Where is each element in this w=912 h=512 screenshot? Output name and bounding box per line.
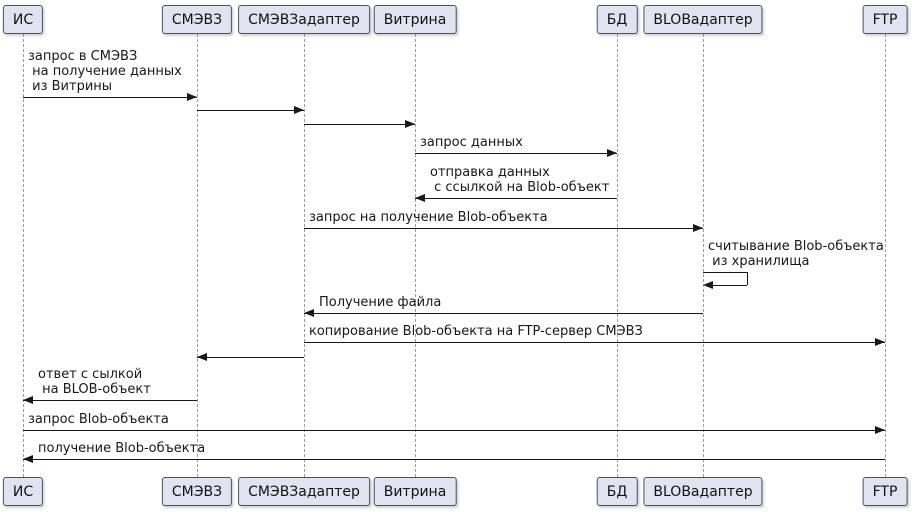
message-arrow-line (415, 153, 617, 154)
message-arrow-line (415, 198, 617, 199)
lifeline-smev3 (197, 34, 198, 477)
arrowhead-icon (197, 353, 207, 361)
participant-label: FTP (872, 11, 898, 28)
message-label-line: запрос на получение Blob-объекта (309, 210, 548, 225)
participant-label: BLOBадаптер (653, 483, 753, 500)
message-label-line: копирование Blob-объекта на FTP-сервер С… (309, 324, 643, 339)
lifeline-ftp (885, 34, 886, 477)
participant-box-top-smev3adapter: СМЭВЗадаптер (238, 5, 370, 34)
message-label-line: из хранилища (708, 254, 810, 269)
message-label-line: запрос данных (420, 135, 523, 150)
message-arrow-line (304, 228, 703, 229)
message-arrow-line (23, 400, 197, 401)
arrowhead-icon (23, 455, 33, 463)
message-label-line: ответ с сылкой (38, 367, 143, 382)
participant-label: СМЭВЗадаптер (248, 483, 360, 500)
arrowhead-icon (415, 194, 425, 202)
message-label-line: запрос в СМЭВЗ (28, 49, 138, 64)
arrowhead-icon (875, 338, 885, 346)
message-label-line: Получение файла (319, 295, 442, 310)
participant-box-top-is: ИС (2, 5, 44, 34)
participant-label: БД (606, 11, 628, 28)
participant-box-top-bd: БД (596, 5, 638, 34)
participant-box-top-ftp: FTP (862, 5, 908, 34)
lifeline-smev3adapter (304, 34, 305, 477)
arrowhead-icon (693, 224, 703, 232)
participant-box-bottom-blobadapter: BLOBадаптер (643, 477, 763, 506)
message-label: получение Blob-объекта (38, 441, 205, 456)
participant-label: BLOBадаптер (653, 11, 753, 28)
arrowhead-icon (23, 396, 33, 404)
message-label: ответ с сылкой на BLOB-объект (38, 367, 151, 397)
participant-label: Витрина (383, 11, 447, 28)
arrowhead-icon (875, 426, 885, 434)
participant-label: ИС (12, 483, 34, 500)
arrowhead-icon (703, 281, 713, 289)
participant-box-top-vitrina: Витрина (373, 5, 457, 34)
participant-label: СМЭВЗ (171, 11, 223, 28)
message-label: запрос на получение Blob-объекта (309, 210, 548, 225)
message-label: запрос в СМЭВЗ на получение данных из Ви… (28, 49, 182, 94)
lifeline-is (23, 34, 24, 477)
self-message-right-line (747, 272, 748, 285)
participant-label: FTP (872, 483, 898, 500)
message-label: отправка данных с ссылкой на Blob-объект (430, 165, 609, 195)
message-arrow-line (304, 342, 885, 343)
participant-box-bottom-is: ИС (2, 477, 44, 506)
message-label-line: получение Blob-объекта (38, 441, 206, 456)
participant-label: ИС (12, 11, 34, 28)
message-label-line: считывание Blob-объекта (708, 239, 884, 254)
message-label: запрос данных (420, 135, 523, 150)
message-arrow-line (23, 459, 885, 460)
participant-box-top-smev3: СМЭВЗ (161, 5, 233, 34)
arrowhead-icon (294, 106, 304, 114)
participant-label: СМЭВЗадаптер (248, 11, 360, 28)
message-label-line: запрос Blob-объекта (28, 412, 169, 427)
arrowhead-icon (304, 309, 314, 317)
participant-box-top-blobadapter: BLOBадаптер (643, 5, 763, 34)
participant-box-bottom-bd: БД (596, 477, 638, 506)
message-label-line: с ссылкой на Blob-объект (430, 180, 610, 195)
arrowhead-icon (405, 120, 415, 128)
participant-box-bottom-smev3adapter: СМЭВЗадаптер (238, 477, 370, 506)
lifeline-bd (617, 34, 618, 477)
self-message-top-line (703, 272, 747, 273)
message-arrow-line (23, 97, 197, 98)
message-label-line: отправка данных (430, 165, 550, 180)
message-arrow-line (23, 430, 885, 431)
arrowhead-icon (187, 93, 197, 101)
arrowhead-icon (607, 149, 617, 157)
participant-box-bottom-vitrina: Витрина (373, 477, 457, 506)
message-arrow-line (197, 110, 304, 111)
self-message-bottom-line (711, 285, 747, 286)
message-label: считывание Blob-объекта из хранилища (708, 239, 884, 269)
message-label: запрос Blob-объекта (28, 412, 169, 427)
message-label-line: на BLOB-объект (38, 382, 151, 397)
participant-label: БД (606, 483, 628, 500)
participant-label: СМЭВЗ (171, 483, 223, 500)
lifeline-blobadapter (703, 34, 704, 477)
participant-box-bottom-smev3: СМЭВЗ (161, 477, 233, 506)
message-arrow-line (304, 124, 415, 125)
message-label: Получение файла (319, 295, 441, 310)
participant-box-bottom-ftp: FTP (862, 477, 908, 506)
message-label: копирование Blob-объекта на FTP-сервер С… (309, 324, 643, 339)
message-arrow-line (304, 313, 703, 314)
participant-label: Витрина (383, 483, 447, 500)
lifeline-vitrina (415, 34, 416, 477)
message-arrow-line (197, 357, 304, 358)
message-label-line: на получение данных (28, 64, 182, 79)
message-label-line: из Витрины (28, 79, 113, 94)
